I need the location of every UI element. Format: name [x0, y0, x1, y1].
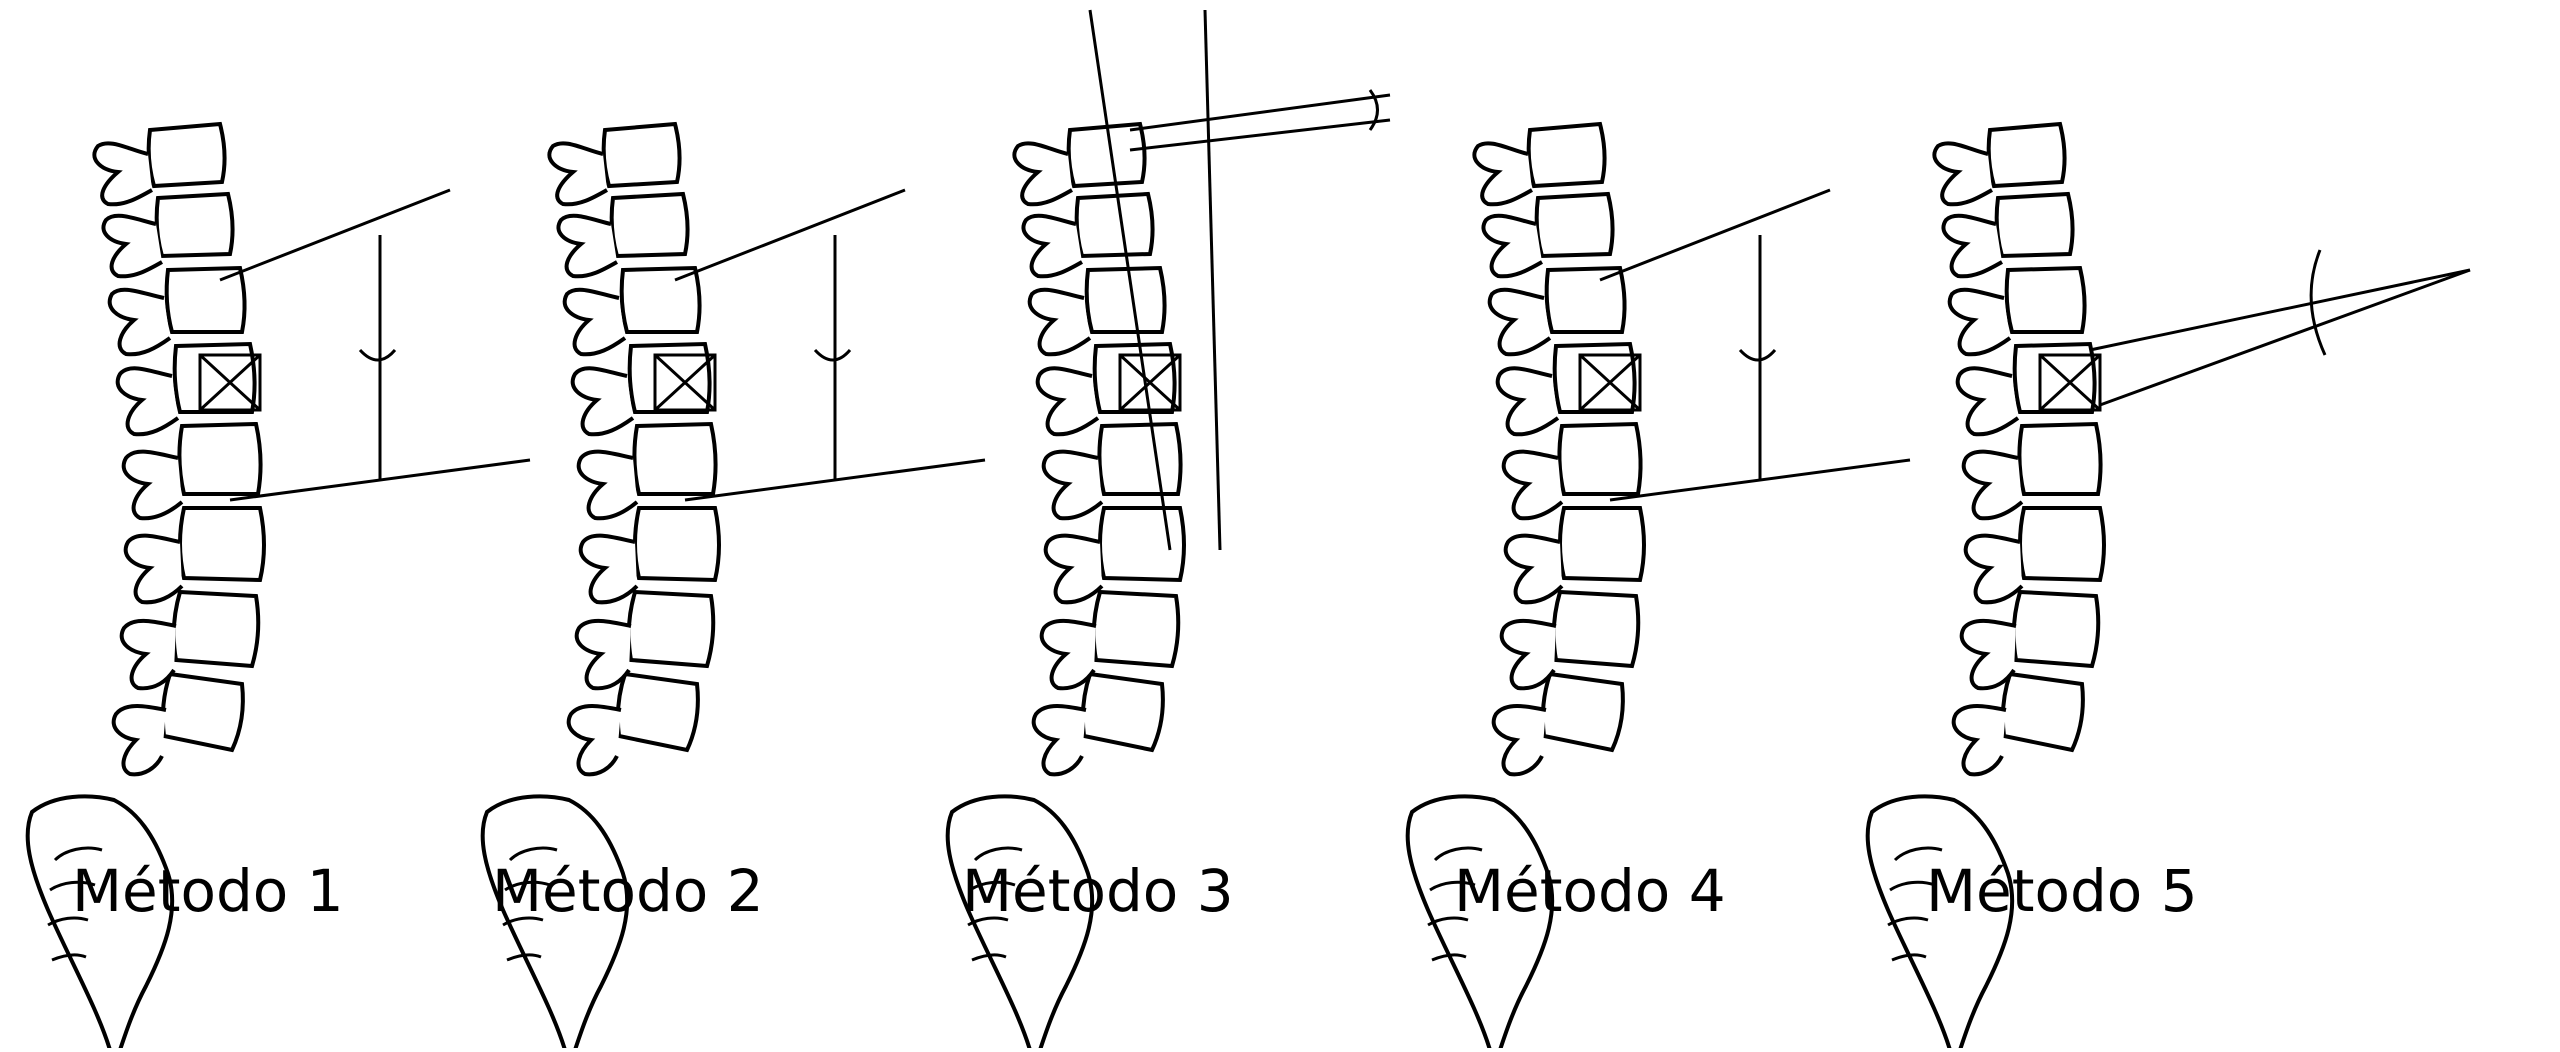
measurement-line [675, 190, 905, 280]
method-5-label: Método 5 [1926, 862, 2198, 920]
measurement-line [1205, 10, 1220, 550]
method-1-label: Método 1 [72, 862, 344, 920]
method-3-label: Método 3 [962, 862, 1234, 920]
method-4-label: Método 4 [1454, 862, 1726, 920]
measurement-line [1600, 190, 1830, 280]
measurement-line [220, 190, 450, 280]
measurement-line [360, 350, 395, 360]
method-2-label: Método 2 [492, 862, 764, 920]
measurement-line [1740, 350, 1775, 360]
measurement-line [815, 350, 850, 360]
